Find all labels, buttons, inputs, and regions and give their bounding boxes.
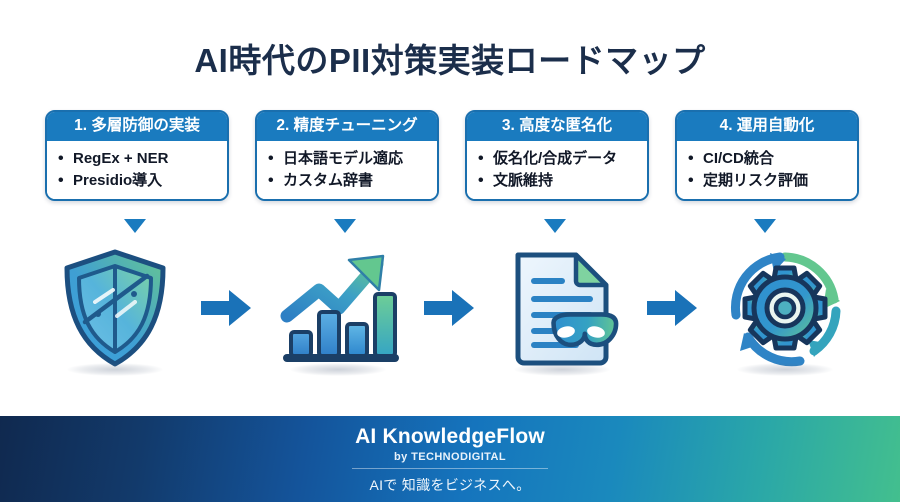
document-mask-icon-cell	[492, 238, 632, 378]
connector-1	[199, 238, 255, 378]
list-item: 文脈維持	[477, 169, 641, 192]
shield-icon-cell	[45, 238, 185, 378]
icon-shadow	[736, 363, 833, 376]
step-card-3-wrapper: 3. 高度な匿名化 仮名化/合成データ 文脈維持	[465, 110, 649, 233]
brand-byline: by TECHNODIGITAL	[394, 450, 506, 463]
step-cards-row: 1. 多層防御の実装 RegEx + NER Presidio導入 2. 精度チ…	[45, 110, 859, 233]
list-item: CI/CD統合	[687, 147, 851, 170]
step-card-4[interactable]: 4. 運用自動化 CI/CD統合 定期リスク評価	[675, 110, 859, 202]
step-card-4-wrapper: 4. 運用自動化 CI/CD統合 定期リスク評価	[675, 110, 859, 233]
icon-shadow	[290, 363, 387, 376]
gear-cycle-icon	[730, 252, 841, 367]
step-card-4-body: CI/CD統合 定期リスク評価	[677, 140, 857, 200]
step-card-3-pointer	[544, 219, 566, 233]
list-item: 仮名化/合成データ	[477, 147, 641, 170]
step-card-2-wrapper: 2. 精度チューニング 日本語モデル適応 カスタム辞書	[255, 110, 439, 233]
step-card-3-body: 仮名化/合成データ 文脈維持	[467, 140, 647, 200]
step-card-2-body: 日本語モデル適応 カスタム辞書	[257, 140, 437, 200]
list-item: 定期リスク評価	[687, 169, 851, 192]
step-card-1-body: RegEx + NER Presidio導入	[47, 140, 227, 200]
arrow-right-icon	[647, 290, 698, 326]
gear-cycle-icon-cell	[715, 238, 855, 378]
connector-3	[645, 238, 701, 378]
step-card-1-header: 1. 多層防御の実装	[47, 112, 227, 141]
step-card-1-bullets: RegEx + NER Presidio導入	[57, 147, 221, 192]
icon-shadow	[67, 363, 163, 376]
step-card-2[interactable]: 2. 精度チューニング 日本語モデル適応 カスタム辞書	[255, 110, 439, 202]
arrow-right-icon	[200, 290, 251, 326]
arrow-right-icon	[423, 290, 474, 326]
step-card-4-pointer	[754, 219, 776, 233]
footer-bar: AI KnowledgeFlow by TECHNODIGITAL AIで 知識…	[0, 416, 900, 502]
step-card-2-pointer	[334, 219, 356, 233]
step-card-4-header: 4. 運用自動化	[677, 112, 857, 141]
footer-divider	[352, 467, 548, 469]
step-card-3[interactable]: 3. 高度な匿名化 仮名化/合成データ 文脈維持	[465, 110, 649, 202]
step-icons-row	[45, 238, 855, 378]
step-card-1[interactable]: 1. 多層防御の実装 RegEx + NER Presidio導入	[45, 110, 229, 202]
growth-chart-icon	[280, 254, 400, 362]
list-item: Presidio導入	[57, 169, 221, 192]
step-card-2-header: 2. 精度チューニング	[257, 112, 437, 141]
step-card-3-header: 3. 高度な匿名化	[467, 112, 647, 141]
icon-shadow	[513, 363, 610, 376]
growth-chart-icon-cell	[268, 238, 408, 378]
step-card-2-bullets: 日本語モデル適応 カスタム辞書	[267, 147, 431, 192]
brand-tagline: AIで 知識をビジネスへ。	[369, 476, 531, 493]
step-card-1-wrapper: 1. 多層防御の実装 RegEx + NER Presidio導入	[45, 110, 229, 233]
document-mask-icon	[515, 252, 619, 366]
list-item: 日本語モデル適応	[267, 147, 431, 170]
list-item: RegEx + NER	[57, 147, 221, 170]
footer-content: AI KnowledgeFlow by TECHNODIGITAL AIで 知識…	[0, 416, 900, 502]
step-card-1-pointer	[124, 219, 146, 233]
shield-icon	[64, 249, 166, 367]
step-card-3-bullets: 仮名化/合成データ 文脈維持	[477, 147, 641, 192]
step-card-4-bullets: CI/CD統合 定期リスク評価	[687, 147, 851, 192]
connector-2	[422, 238, 478, 378]
page-title: AI時代のPII対策実装ロードマップ	[194, 42, 706, 79]
list-item: カスタム辞書	[267, 169, 431, 192]
brand-name: AI KnowledgeFlow	[355, 425, 545, 449]
